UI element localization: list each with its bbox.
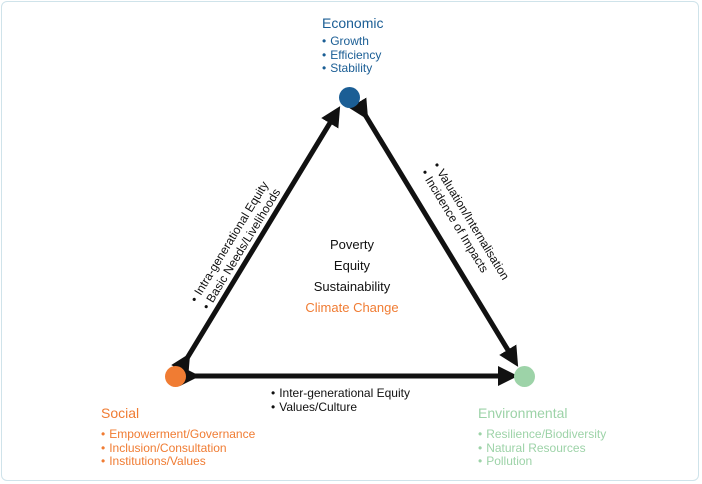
list-item: Resilience/Biodiversity — [478, 427, 606, 442]
center-line: Equity — [333, 258, 371, 273]
arrow-social-economic — [171, 106, 341, 376]
list-item: Pollution — [478, 454, 606, 469]
center-highlight: Climate Change — [305, 300, 399, 315]
center-concepts: Poverty Equity Sustainability Climate Ch… — [260, 234, 444, 318]
list-item: Natural Resources — [478, 441, 606, 456]
center-line: Poverty — [329, 237, 375, 252]
environmental-items: Resilience/Biodiversity Natural Resource… — [478, 427, 606, 469]
environmental-title: Environmental — [478, 405, 568, 421]
list-item: Institutions/Values — [101, 454, 255, 469]
economic-node — [339, 87, 360, 108]
social-title: Social — [101, 405, 140, 421]
economic-title: Economic — [322, 15, 384, 31]
list-item: Empowerment/Governance — [101, 427, 255, 442]
social-node — [165, 366, 186, 387]
environmental-node — [514, 366, 535, 387]
list-item: Inclusion/Consultation — [101, 441, 255, 456]
list-item: Stability — [322, 61, 383, 76]
economic-label: Economic Growth Efficiency Stability — [322, 15, 383, 76]
list-item: Efficiency — [322, 48, 383, 63]
social-items: Empowerment/Governance Inclusion/Consult… — [101, 427, 255, 469]
arrow-economic-environmental — [349, 97, 519, 367]
social-label: Social Empowerment/Governance Inclusion/… — [101, 405, 255, 469]
economic-items: Growth Efficiency Stability — [322, 34, 383, 76]
center-line: Sustainability — [313, 279, 391, 294]
list-item: Growth — [322, 34, 383, 49]
environmental-label: Environmental Resilience/Biodiversity Na… — [478, 405, 606, 469]
list-item: Inter-generational Equity — [271, 386, 410, 401]
list-item: Values/Culture — [271, 400, 410, 415]
edge-label-social-environmental: Inter-generational Equity Values/Culture — [271, 386, 410, 415]
